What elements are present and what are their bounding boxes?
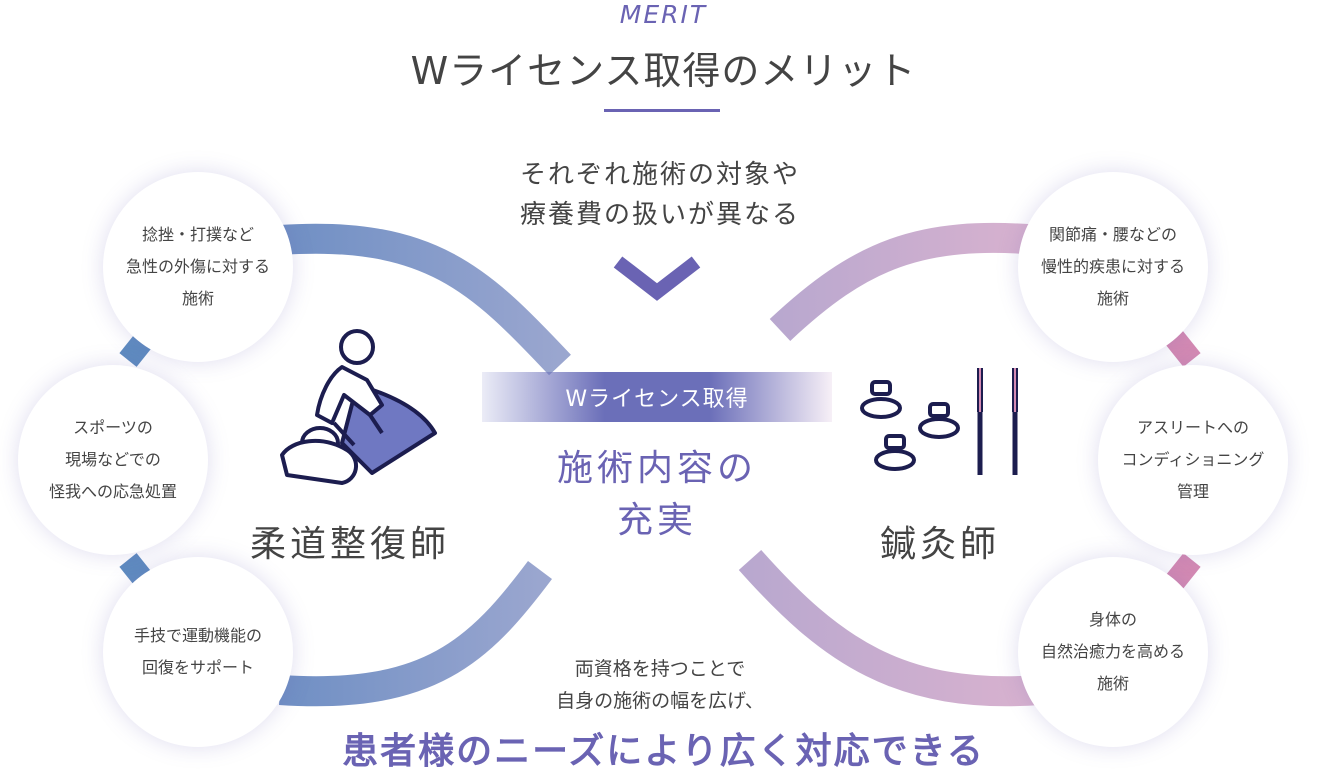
chevron-down-icon <box>613 256 701 301</box>
bottom-subtext: 両資格を持つことで 自身の施術の幅を広げ、 <box>450 653 870 717</box>
w-license-badge: Wライセンス取得 <box>482 372 832 422</box>
bottom-sub-line-2: 自身の施術の幅を広げ、 <box>556 690 764 712</box>
intro-line-1: それぞれ施術の対象や <box>519 160 800 190</box>
title-underline <box>604 109 720 112</box>
right-merit-circle-3: 身体の 自然治癒力を高める 施術 <box>1018 557 1208 747</box>
left-merit-circle-1: 捻挫・打撲など 急性の外傷に対する 施術 <box>103 172 293 362</box>
center-line-1: 施術内容の <box>556 448 757 489</box>
left-merit-text-1: 捻挫・打撲など 急性の外傷に対する 施術 <box>125 225 270 308</box>
right-ribbon-top <box>769 222 1042 341</box>
right-merit-circle-2: アスリートへの コンディショニング 管理 <box>1098 365 1288 555</box>
moxa-and-needles-icon <box>860 368 1018 475</box>
right-profession-label: 鍼灸師 <box>880 524 1001 565</box>
right-merit-circle-1: 関節痛・腰などの 慢性的疾患に対する 施術 <box>1018 172 1208 362</box>
bottom-sub-line-1: 両資格を持つことで <box>574 658 746 680</box>
left-ribbon-bottom <box>279 560 552 707</box>
left-merit-text-3: 手技で運動機能の 回復をサポート <box>133 626 262 677</box>
left-merit-circle-3: 手技で運動機能の 回復をサポート <box>103 557 293 747</box>
right-merit-text-2: アスリートへの コンディショニング 管理 <box>1121 418 1265 501</box>
left-merit-text-2: スポーツの 現場などでの 怪我への応急処置 <box>48 418 177 501</box>
massage-therapist-icon <box>280 329 437 485</box>
intro-line-2: 療養費の扱いが異なる <box>519 200 800 230</box>
left-profession-label: 柔道整復師 <box>250 524 451 565</box>
bottom-headline: 患者様のニーズにより広く対応できる <box>342 731 985 772</box>
right-ribbon-bottom <box>738 550 1042 707</box>
center-benefit-text: 施術内容の 充実 <box>482 443 832 547</box>
left-merit-circle-2: スポーツの 現場などでの 怪我への応急処置 <box>18 365 208 555</box>
right-merit-text-1: 関節痛・腰などの 慢性的疾患に対する 施術 <box>1040 225 1185 308</box>
eyebrow-label: MERIT <box>619 0 708 29</box>
right-merit-text-3: 身体の 自然治癒力を高める 施術 <box>1040 610 1185 693</box>
page-title: Wライセンス取得のメリット <box>410 49 917 93</box>
center-line-2: 充実 <box>616 500 697 541</box>
intro-text: それぞれ施術の対象や 療養費の扱いが異なる <box>450 155 870 235</box>
left-ribbon-top <box>279 223 571 376</box>
